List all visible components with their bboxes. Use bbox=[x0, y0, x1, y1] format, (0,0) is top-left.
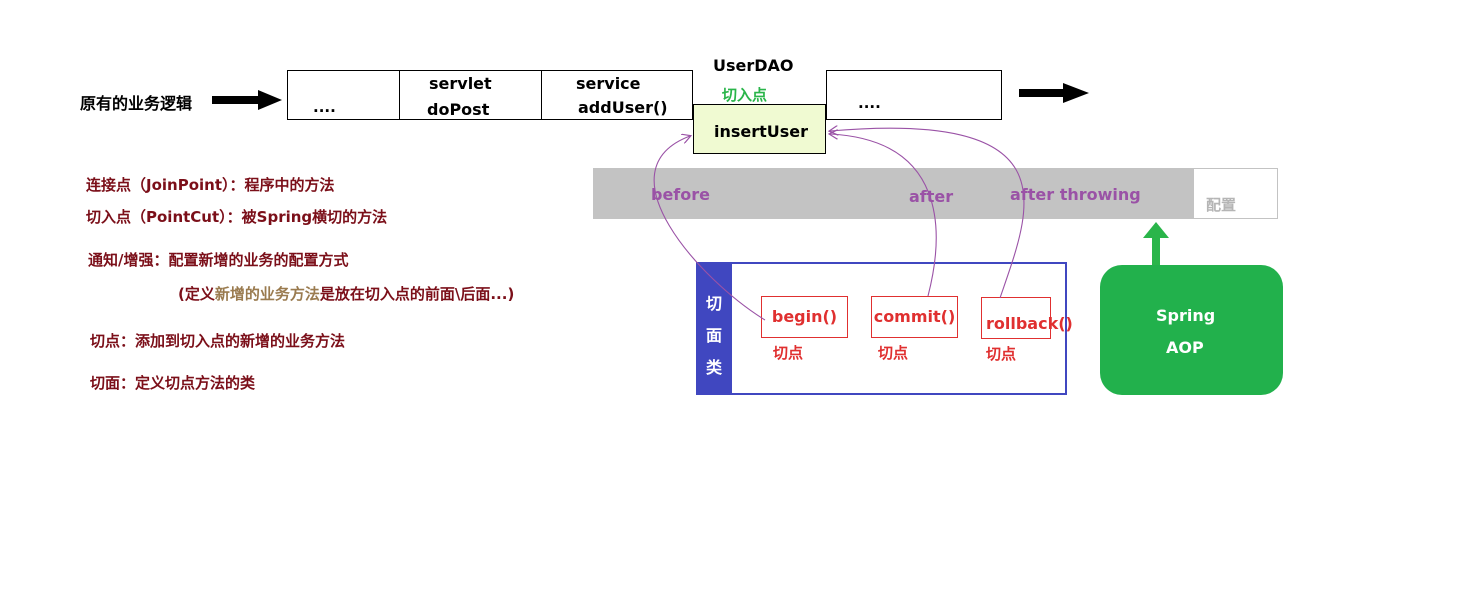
spring-aop-line2: AOP bbox=[1166, 338, 1204, 357]
definition-cut-point: 切点：添加到切入点的新增的业务方法 bbox=[90, 332, 346, 350]
advice-note-prefix: (定义 bbox=[178, 285, 215, 303]
flow-cell-ellipsis-end: .... bbox=[858, 94, 881, 112]
method-commit-label: commit() bbox=[873, 307, 956, 326]
method-begin: begin() bbox=[761, 296, 848, 338]
flow-cell-userdao: UserDAO bbox=[713, 56, 794, 75]
flow-cell-service: service bbox=[576, 74, 641, 93]
spring-aop-arrow bbox=[1143, 222, 1169, 267]
definition-advice: 通知/增强：配置新增的业务的配置方式 bbox=[88, 251, 349, 269]
config-bar bbox=[593, 168, 1193, 219]
flow-arrow-out bbox=[1019, 83, 1089, 103]
advice-note-highlight: 新增的业务方法 bbox=[214, 285, 320, 303]
flow-box-main bbox=[287, 70, 693, 120]
pointcut-label: 切入点 bbox=[722, 86, 768, 104]
spring-aop-box bbox=[1100, 265, 1283, 395]
aspect-class-side bbox=[696, 262, 732, 395]
method-commit: commit() bbox=[871, 296, 958, 338]
curve-after bbox=[830, 134, 937, 297]
flow-arrow-in bbox=[212, 90, 282, 110]
method-rollback-label: rollback() bbox=[986, 314, 1073, 333]
definition-pointcut: 切入点（PointCut）：被Spring横切的方法 bbox=[86, 208, 388, 226]
flow-cell-dopost: doPost bbox=[427, 100, 490, 119]
insert-user-box bbox=[693, 104, 826, 154]
curve-before bbox=[653, 136, 766, 321]
aspect-side-char-3: 类 bbox=[706, 358, 723, 377]
method-rollback: rollback() bbox=[981, 297, 1073, 339]
definition-joinpoint: 连接点（JoinPoint）：程序中的方法 bbox=[86, 176, 335, 194]
flow-cell-servlet: servlet bbox=[429, 74, 492, 93]
pointcut-tag-rollback: 切点 bbox=[986, 345, 1017, 363]
advice-after: after bbox=[909, 187, 954, 206]
flow-cell-insertuser: insertUser bbox=[714, 122, 809, 141]
spring-aop-line1: Spring bbox=[1156, 306, 1216, 325]
config-box bbox=[1193, 168, 1278, 219]
config-label: 配置 bbox=[1206, 196, 1237, 214]
flow-cell-adduser: addUser() bbox=[578, 98, 668, 117]
definition-aspect: 切面：定义切点方法的类 bbox=[90, 374, 256, 392]
advice-after-throwing: after throwing bbox=[1010, 185, 1141, 204]
method-begin-label: begin() bbox=[771, 307, 838, 326]
pointcut-tag-commit: 切点 bbox=[878, 344, 909, 362]
flow-divider-2 bbox=[541, 70, 542, 120]
pointcut-tag-begin: 切点 bbox=[773, 344, 804, 362]
flow-cell-ellipsis-start: .... bbox=[313, 98, 336, 116]
aspect-side-char-1: 切 bbox=[706, 294, 723, 313]
advice-before: before bbox=[651, 185, 710, 204]
curve-after-throwing bbox=[830, 128, 1025, 299]
definition-advice-note: (定义新增的业务方法是放在切入点的前面\后面...) bbox=[178, 283, 514, 304]
flow-divider-1 bbox=[399, 70, 400, 120]
aspect-side-char-2: 面 bbox=[706, 326, 723, 345]
advice-note-suffix: 是放在切入点的前面\后面...) bbox=[319, 285, 515, 303]
flow-label: 原有的业务逻辑 bbox=[80, 94, 193, 113]
flow-box-end bbox=[826, 70, 1002, 120]
